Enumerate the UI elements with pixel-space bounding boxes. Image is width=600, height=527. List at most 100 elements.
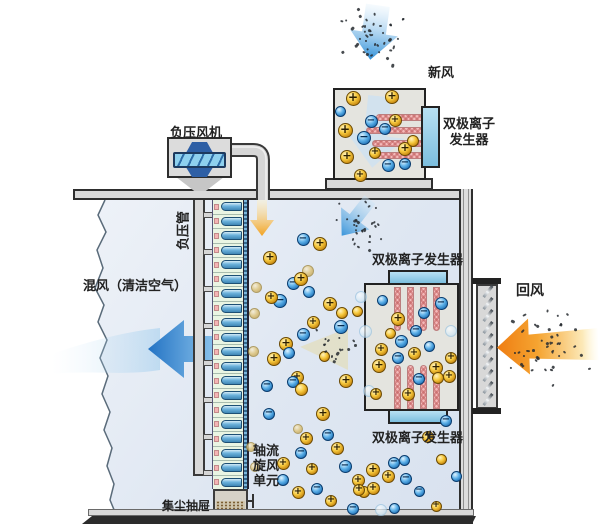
dust-speck — [378, 24, 382, 28]
cyclone-cell — [213, 286, 243, 301]
label-fan: 负压风机 — [170, 125, 223, 140]
positive-ion: + — [407, 346, 421, 360]
dust-speck — [337, 202, 341, 205]
positive-ion: + — [366, 481, 380, 495]
negative-pressure-fan — [167, 137, 232, 178]
dust-speck — [531, 348, 536, 352]
positive-ion — [293, 424, 303, 434]
cyclone-bullet — [221, 332, 242, 342]
fan-elbow-pipe — [232, 143, 270, 200]
negative-ion: − — [434, 296, 448, 310]
negative-ion: − — [338, 459, 352, 473]
positive-ion — [250, 462, 260, 472]
cyclone-cell — [213, 200, 243, 214]
negative-ion — [445, 325, 457, 337]
positive-ion — [318, 350, 330, 362]
positive-ion: + — [276, 456, 290, 470]
electrode-bar — [366, 127, 424, 134]
drawer-handle-bar — [252, 494, 254, 508]
dust-speck — [356, 224, 358, 227]
positive-ion: + — [442, 369, 456, 383]
negative-ion: − — [413, 484, 425, 497]
louver-slat — [482, 297, 494, 310]
label-generator-line1: 双极离子 — [442, 116, 495, 131]
positive-ion: + — [353, 483, 365, 496]
positive-ion: + — [267, 352, 281, 366]
electrode-bar — [420, 365, 427, 409]
negative-ion: − — [364, 114, 378, 128]
positive-ion: + — [325, 494, 337, 507]
cyclone-cell — [213, 242, 243, 257]
dust-speck — [367, 28, 371, 33]
fan-bottom-cone — [186, 168, 213, 177]
dust-speck — [549, 335, 554, 339]
positive-ion: + — [445, 351, 457, 364]
label-generator-line2: 发生器 — [449, 132, 489, 147]
cyclone-bullet — [221, 216, 242, 226]
positive-ion: + — [294, 272, 308, 286]
positive-ion: + — [323, 297, 337, 311]
positive-ion — [351, 305, 363, 317]
negative-ion — [376, 294, 388, 306]
negative-ion: − — [347, 502, 359, 515]
cyclone-cell — [213, 271, 243, 286]
cyclone-pin — [214, 319, 219, 326]
label-return-air: 回风 — [516, 282, 544, 298]
positive-ion: + — [391, 312, 405, 326]
electrode-bar — [394, 287, 401, 331]
positive-ion: + — [263, 251, 277, 265]
cyclone-bullet — [221, 448, 242, 458]
positive-ion — [435, 453, 447, 465]
positive-ion: + — [291, 485, 305, 499]
cyclone-cell — [213, 300, 243, 315]
louver-top-cap — [472, 278, 501, 284]
cyclone-cell — [213, 387, 243, 402]
dust-speck — [509, 366, 512, 369]
positive-ion: + — [306, 462, 318, 475]
dust-speck — [389, 48, 393, 51]
clean-air-arrow — [52, 320, 216, 378]
cyclone-cell — [213, 474, 243, 489]
cyclone-pin — [214, 261, 219, 268]
label-generator-mid-top: 双极离子发生器 — [372, 252, 464, 267]
negative-ion — [277, 474, 289, 486]
positive-ion — [247, 345, 259, 357]
drawer-handle — [248, 500, 253, 502]
cyclone-bullet — [221, 260, 242, 270]
positive-ion: + — [388, 113, 402, 127]
cyclone-cell — [213, 431, 243, 446]
negative-pressure-pipe — [193, 189, 205, 476]
cyclone-bullet — [221, 289, 242, 299]
label-generator-mid-bottom: 双极离子发生器 — [372, 430, 464, 445]
cyclone-cell — [213, 445, 243, 460]
negative-ion: − — [400, 472, 412, 485]
cyclone-bullet — [221, 318, 242, 328]
cyclone-pin — [214, 450, 219, 457]
positive-ion — [336, 307, 348, 319]
cyclone-pin — [214, 290, 219, 297]
dust-speck — [346, 347, 350, 351]
negative-ion — [398, 454, 410, 466]
negative-ion — [303, 286, 315, 298]
cyclone-cell — [213, 329, 243, 344]
duct-floor — [88, 509, 474, 516]
positive-ion — [407, 135, 419, 147]
cyclone-pin — [214, 305, 219, 312]
duct-right-wall — [459, 189, 473, 524]
dust-speck — [368, 234, 372, 238]
louver-slat — [482, 369, 494, 382]
positive-ion: + — [385, 90, 399, 104]
dust-speck — [545, 309, 549, 313]
cyclone-bullet — [221, 202, 242, 212]
cyclone-pin — [214, 348, 219, 355]
cyclone-column — [212, 200, 243, 489]
dust-speck — [513, 351, 516, 354]
positive-ion — [384, 327, 396, 339]
negative-ion: − — [334, 320, 348, 334]
negative-ion: − — [261, 379, 273, 392]
cyclone-pin — [214, 479, 219, 486]
cyclone-bullet — [221, 245, 242, 255]
positive-ion — [250, 281, 262, 293]
negative-ion — [450, 470, 462, 482]
